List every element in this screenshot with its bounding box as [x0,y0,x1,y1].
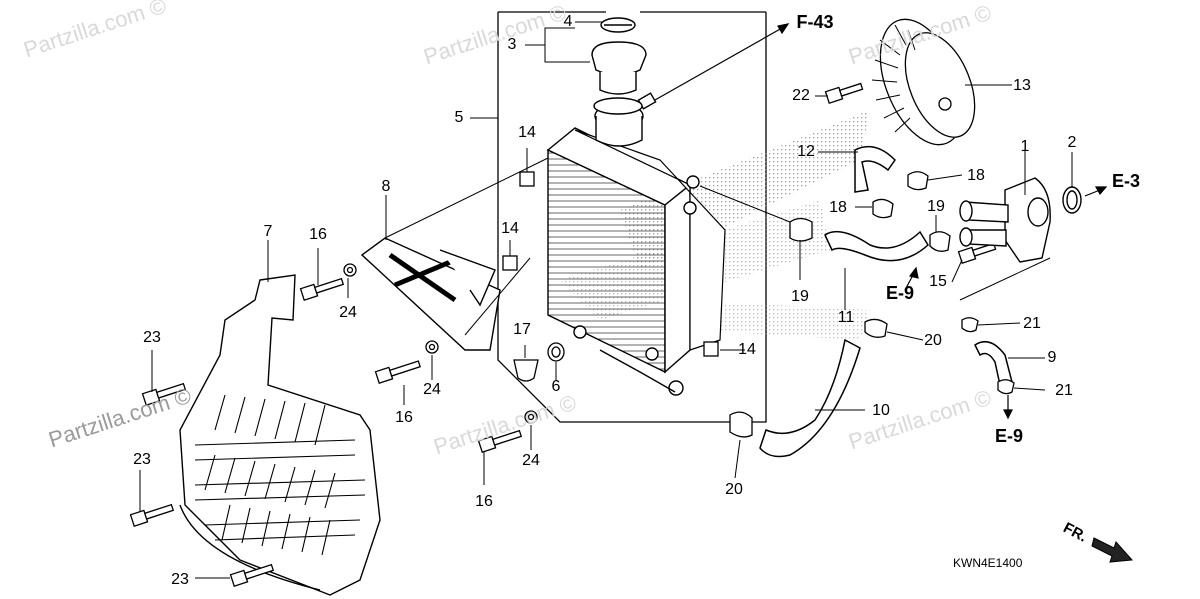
reference-label: F-43 [796,12,834,32]
callout-label: 15 [929,273,947,290]
reference-label: E-3 [1111,171,1141,191]
callout-label: 21 [1023,315,1041,332]
callout-label: 24 [522,452,540,469]
callout-label: 17 [513,321,531,338]
callout-label: 9 [1047,349,1057,366]
leader-lines [139,21,1073,579]
callout-label: 20 [924,332,942,349]
diagram-code: KWN4E1400 [953,556,1023,570]
water-joint [959,177,1082,263]
radiator-grille [179,274,381,596]
callout-label: 1 [1020,138,1030,155]
radiator [546,92,726,396]
callout-label: 8 [381,178,391,195]
callout-label: 10 [872,402,890,419]
cooling-fan [871,18,976,146]
callout-label: 14 [738,341,756,358]
callout-label: 5 [454,109,464,126]
callout-label: 19 [927,198,945,215]
callout-label: 19 [791,288,809,305]
callout-label: 7 [263,223,273,240]
callout-label: 24 [423,381,441,398]
reference-label: E-9 [885,283,915,303]
radiator-assembly-frame [497,11,767,423]
callout-label: 16 [395,409,413,426]
callout-label: 11 [837,309,855,326]
radiator-stay [360,237,501,351]
callout-label: 23 [133,451,151,468]
reference-arrows [654,23,1108,420]
radiator-cap [591,17,647,115]
front-direction-arrow-icon [1091,537,1134,563]
callout-label: 20 [725,481,743,498]
callout-label: 23 [171,571,189,588]
callout-label: 14 [501,220,519,237]
callout-label: 13 [1013,77,1031,94]
hose-clamps [729,171,1015,438]
callout-label: 2 [1067,134,1077,151]
callout-label: 3 [507,36,517,53]
reference-label: E-9 [994,426,1024,446]
callout-label: 4 [563,13,573,30]
callout-label: 23 [143,329,161,346]
callout-label: 24 [339,304,357,321]
callout-label: 12 [797,143,815,160]
callout-label: 6 [551,378,561,395]
callout-label: 14 [518,124,536,141]
callout-label: 16 [309,226,327,243]
fasteners [129,82,997,587]
callout-label: 21 [1055,382,1073,399]
callout-label: 18 [967,167,985,184]
callout-label: 22 [792,87,810,104]
callout-label: 18 [829,199,847,216]
callout-label: 16 [475,493,493,510]
